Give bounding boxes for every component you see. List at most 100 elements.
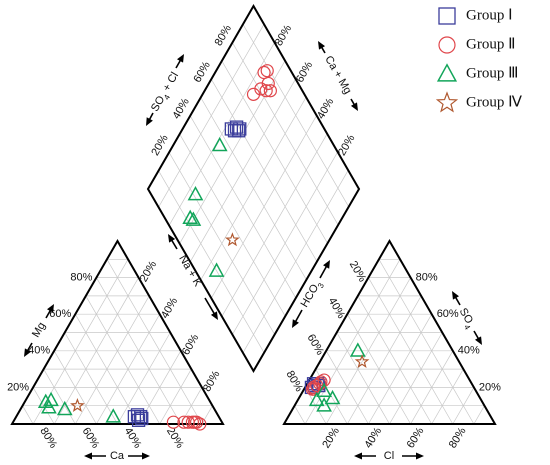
cation-point-1 bbox=[134, 410, 148, 424]
mg-axis-arrow-head bbox=[46, 304, 54, 313]
so4-axis-arrow-head bbox=[452, 291, 460, 300]
anion-point-3 bbox=[349, 342, 366, 357]
camg-axis-arrow-tail-head bbox=[350, 102, 358, 111]
diamond-point-3 bbox=[187, 185, 204, 201]
cation-point-2 bbox=[166, 415, 181, 429]
hco3-axis-label: HCO3 bbox=[298, 278, 325, 311]
data-points bbox=[37, 7, 459, 431]
cl-axis-label: Cl bbox=[384, 450, 394, 462]
anion-point-3 bbox=[316, 382, 332, 397]
diamond-grid-line bbox=[242, 169, 349, 353]
mg-axis-arrow-tail-head bbox=[24, 348, 32, 357]
cation-grid-line bbox=[43, 368, 76, 425]
cation-grid-line bbox=[159, 368, 192, 425]
anion-grid-line bbox=[410, 350, 454, 425]
mg-tick-label: 60% bbox=[49, 308, 71, 320]
anion-grid-line bbox=[325, 350, 369, 425]
diamond-point-4 bbox=[225, 232, 240, 247]
legend-marker bbox=[438, 36, 456, 54]
hco3-tick-label: 80% bbox=[283, 369, 305, 394]
mg-tick-label: 40% bbox=[28, 345, 50, 357]
diamond-point-2 bbox=[263, 84, 277, 98]
camg-axis-arrow-head bbox=[318, 41, 326, 50]
nak-axis-arrow-tail-head bbox=[168, 234, 176, 243]
cation-point-3 bbox=[41, 399, 57, 414]
diamond-point-3 bbox=[208, 262, 225, 277]
nak-axis-label-part: Na + K bbox=[176, 253, 204, 289]
so4-axis-label-part: SO bbox=[457, 306, 476, 326]
ca-axis-label: Ca bbox=[110, 450, 125, 462]
diamond-point-3 bbox=[185, 211, 202, 226]
so4cl-axis-arrow-tail-head bbox=[146, 117, 153, 126]
camg-axis-label-part: Ca + Mg bbox=[322, 54, 353, 96]
cation-triangle bbox=[10, 238, 225, 425]
cation-grid-line bbox=[117, 332, 171, 425]
camg-tick-label: 40% bbox=[315, 96, 337, 121]
hco3-tick-label: 60% bbox=[305, 332, 327, 357]
diamond-point-3 bbox=[211, 136, 228, 152]
cation-grid-line bbox=[53, 350, 97, 425]
so4-axis-arrow-tail-head bbox=[474, 336, 482, 345]
cation-grid-line bbox=[85, 295, 161, 425]
nak-axis-arrow-head bbox=[210, 311, 218, 320]
anion-grid-line bbox=[294, 405, 306, 425]
nak-tick-label: 20% bbox=[138, 259, 160, 284]
legend-marker bbox=[438, 7, 456, 25]
anion-grid-line bbox=[431, 368, 464, 425]
tick-labels: 20%20%20%20%20%20%20%20%40%40%40%40%40%4… bbox=[7, 23, 501, 451]
hco3-axis-arrow-tail-head bbox=[323, 260, 330, 269]
legend-label: Group Ⅰ bbox=[466, 7, 513, 23]
anion-grid-line bbox=[357, 295, 433, 425]
cation-point-3 bbox=[105, 408, 122, 423]
hco3-axis-arrow-head bbox=[292, 319, 299, 328]
hco3-axis-label-part: 3 bbox=[316, 281, 326, 290]
so4-tick-label: 40% bbox=[458, 345, 480, 357]
hco3-tick-label: 20% bbox=[347, 259, 369, 284]
legend-marker bbox=[435, 91, 459, 113]
so4cl-axis-label-part: + Cl bbox=[159, 70, 181, 96]
diamond-point-1 bbox=[224, 122, 238, 136]
cl-tick-label: 60% bbox=[405, 425, 427, 450]
ca-tick-label: 40% bbox=[122, 425, 144, 450]
diamond-point-2 bbox=[259, 84, 273, 98]
diamond-grid-line bbox=[210, 79, 318, 262]
legend-label: Group Ⅲ bbox=[466, 65, 518, 81]
anion-point-3 bbox=[308, 391, 325, 407]
anion-point-2 bbox=[317, 373, 331, 387]
diamond-grid-line bbox=[200, 96, 307, 281]
cation-grid-line bbox=[138, 350, 182, 425]
cation-grid-line bbox=[201, 405, 213, 425]
cation-grid-line bbox=[106, 259, 203, 425]
anion-grid-line bbox=[389, 332, 443, 425]
diamond-grid-line bbox=[232, 151, 339, 335]
legend-label: Group Ⅱ bbox=[466, 36, 515, 52]
cation-point-2 bbox=[190, 415, 204, 429]
mg-axis-label-part: Mg bbox=[30, 320, 48, 339]
cation-point-3 bbox=[56, 400, 73, 416]
cl-axis-arrow-right-head bbox=[416, 452, 424, 460]
ca-axis-arrow-right-head bbox=[142, 452, 150, 460]
grid-lines bbox=[22, 24, 485, 425]
diamond-point-1 bbox=[232, 124, 246, 138]
nak-tick-label: 40% bbox=[159, 295, 181, 320]
anion-point-3 bbox=[324, 389, 341, 405]
cl-tick-label: 80% bbox=[447, 425, 469, 450]
diamond-grid-line bbox=[210, 115, 318, 299]
anion-grid-line bbox=[378, 259, 475, 425]
cation-point-2 bbox=[177, 415, 191, 429]
hco3-tick-label: 40% bbox=[326, 296, 348, 321]
ca-axis-label-part: Ca bbox=[110, 450, 125, 462]
camg-tick-label: 20% bbox=[336, 133, 358, 158]
so4cl-axis-label-part: 4 bbox=[162, 92, 172, 101]
so4-tick-label: 20% bbox=[479, 381, 501, 393]
so4-axis-label-part: 4 bbox=[462, 323, 472, 332]
mg-tick-label: 20% bbox=[7, 381, 29, 393]
cation-point-1 bbox=[135, 411, 149, 426]
cl-tick-label: 20% bbox=[320, 425, 342, 450]
cation-grid-line bbox=[74, 295, 150, 425]
legend-marker bbox=[436, 63, 458, 82]
diamond-point-2 bbox=[257, 65, 271, 80]
nak-tick-label: 80% bbox=[201, 369, 223, 394]
